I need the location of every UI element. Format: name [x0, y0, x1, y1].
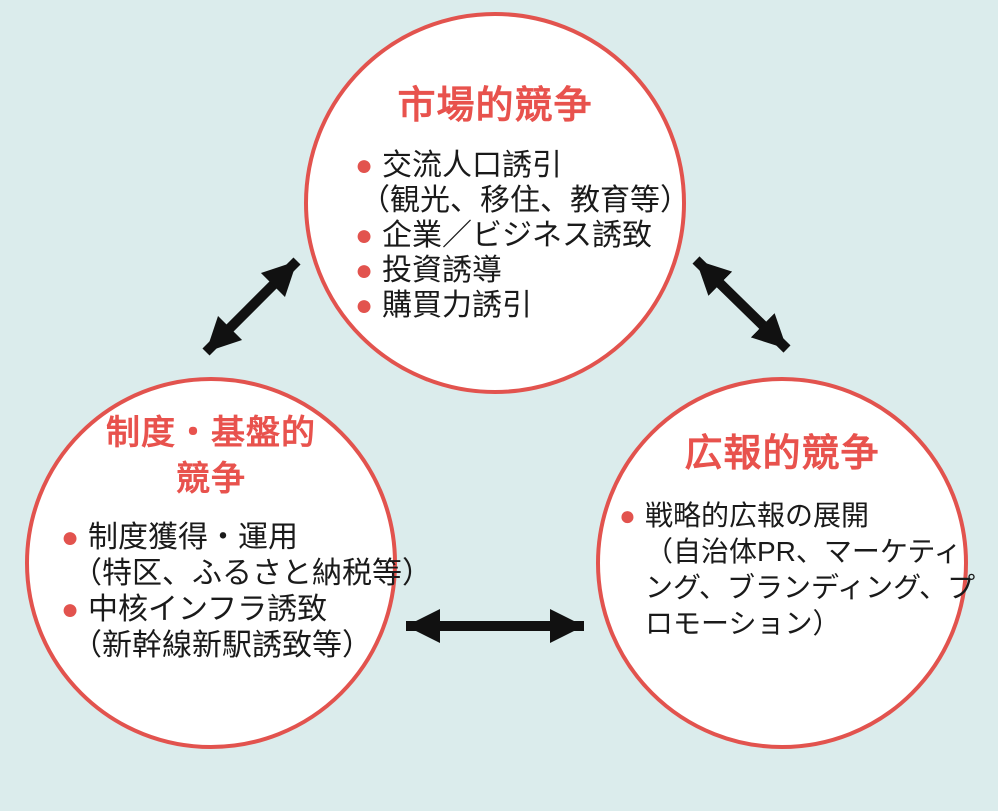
circle-title-line: 市場的競争: [397, 85, 593, 127]
market-item-list: ● 交流人口誘引 （観光、移住、教育等） ● 企業／ビジネス誘致 ● 投資誘導 …: [355, 148, 690, 323]
list-item: ● 購買力誘引: [355, 288, 690, 323]
list-item: ● 戦略的広報の展開: [619, 498, 975, 534]
bullet-icon: ●: [355, 254, 374, 287]
list-item-text: 戦略的広報の展開: [645, 500, 870, 531]
list-item-text: （新幹線新駅誘致等）: [72, 629, 372, 662]
pr-item-list: ● 戦略的広報の展開 （自治体PR、マーケティ ング、ブランディング、プ ロモー…: [619, 498, 975, 642]
list-item: ● 制度獲得・運用: [61, 520, 432, 556]
bullet-icon: ●: [355, 149, 374, 182]
circle-title: 広報的競争: [600, 432, 964, 476]
list-item: ロモーション）: [619, 606, 975, 642]
pr-competition-circle: 広報的競争 ● 戦略的広報の展開 （自治体PR、マーケティ ング、ブランディング…: [596, 377, 975, 749]
bullet-icon: ●: [619, 500, 636, 531]
double-arrow-market-institutional: [202, 257, 301, 356]
list-item-text: （自治体PR、マーケティ: [645, 536, 962, 567]
list-item-text: ロモーション）: [645, 608, 841, 639]
list-item: （自治体PR、マーケティ: [619, 534, 975, 570]
circle-title-line: 広報的競争: [684, 433, 880, 475]
list-item-text: 購買力誘引: [382, 289, 532, 322]
circle-title: 市場的競争: [308, 84, 682, 128]
list-item: ● 中核インフラ誘致: [61, 592, 432, 628]
list-item: （新幹線新駅誘致等）: [61, 628, 432, 664]
bullet-icon: ●: [61, 521, 80, 554]
list-item: （観光、移住、教育等）: [355, 183, 690, 218]
list-item-text: 制度獲得・運用: [88, 521, 298, 554]
bullet-icon: ●: [61, 593, 80, 626]
double-arrow-market-pr: [692, 256, 791, 353]
institutional-item-list: ● 制度獲得・運用 （特区、ふるさと納税等） ● 中核インフラ誘致 （新幹線新駅…: [61, 520, 432, 664]
institutional-competition-circle: 制度・基盤的 競争 ● 制度獲得・運用 （特区、ふるさと納税等） ● 中核インフ…: [25, 377, 432, 749]
list-item-text: 企業／ビジネス誘致: [382, 219, 652, 252]
circle-title-line: 競争: [176, 460, 246, 498]
list-item: （特区、ふるさと納税等）: [61, 556, 432, 592]
bullet-icon: ●: [355, 219, 374, 252]
circle-title-line: 制度・基盤的: [106, 414, 316, 452]
list-item: ● 投資誘導: [355, 253, 690, 288]
list-item-text: 投資誘導: [382, 254, 502, 287]
list-item-text: 中核インフラ誘致: [88, 593, 328, 626]
circle-title: 制度・基盤的 競争: [29, 410, 393, 502]
list-item-text: （観光、移住、教育等）: [360, 184, 690, 217]
list-item-text: （特区、ふるさと納税等）: [72, 557, 432, 590]
market-competition-circle: 市場的競争 ● 交流人口誘引 （観光、移住、教育等） ● 企業／ビジネス誘致 ●…: [304, 12, 690, 394]
list-item: ● 交流人口誘引: [355, 148, 690, 183]
list-item: ング、ブランディング、プ: [619, 570, 975, 606]
bullet-icon: ●: [355, 289, 374, 322]
list-item: ● 企業／ビジネス誘致: [355, 218, 690, 253]
list-item-text: ング、ブランディング、プ: [645, 572, 976, 603]
list-item-text: 交流人口誘引: [382, 149, 562, 182]
